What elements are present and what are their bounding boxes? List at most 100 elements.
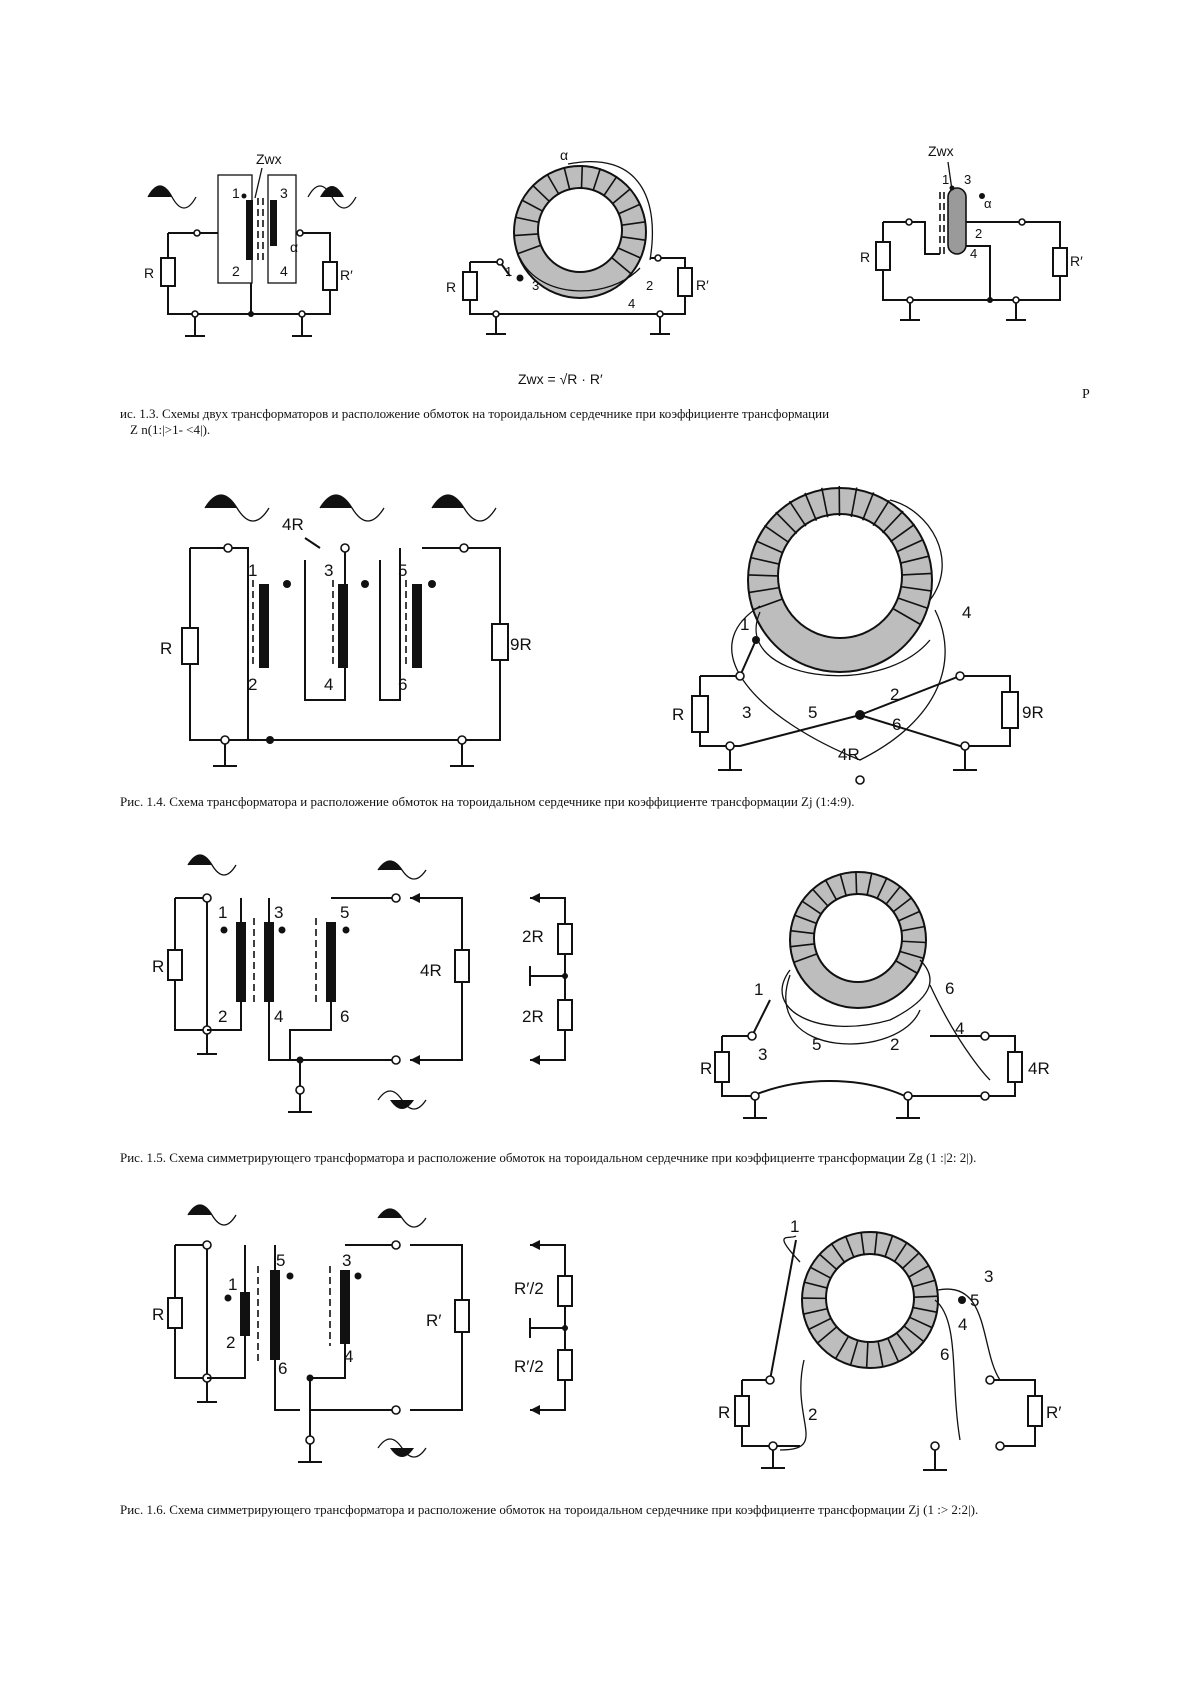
winding-turn <box>901 585 932 592</box>
resistor-2r-bottom-label: 2R <box>522 1007 544 1026</box>
pin-2-label: 2 <box>218 1007 227 1026</box>
winding-turn <box>803 1281 828 1289</box>
pin-1-label: 1 <box>228 1275 237 1294</box>
pin-3-label: 3 <box>984 1267 993 1286</box>
winding-turn <box>611 257 632 275</box>
figure-1-6-caption: Рис. 1.6. Схема симметрирующего трансфор… <box>120 1502 979 1517</box>
pin-5-label: 5 <box>398 561 407 580</box>
winding-turn <box>809 1266 832 1280</box>
winding-turn <box>901 1251 921 1270</box>
winding-turn <box>602 175 618 197</box>
winding-turn <box>913 1295 938 1298</box>
winding-turn <box>514 233 539 237</box>
resistor-2r-top-label: 2R <box>522 927 544 946</box>
winding-turn <box>901 572 932 576</box>
winding-turn <box>907 1264 930 1278</box>
fig13-schematic-two-windings: Zwx 1 3 2 4 α R R′ <box>144 151 357 337</box>
winding-turn <box>830 1242 846 1264</box>
winding-turn <box>903 1325 924 1342</box>
winding-turn <box>901 940 926 944</box>
pin-6-label: 6 <box>398 675 407 694</box>
winding-turn <box>515 216 540 224</box>
winding-turn <box>820 487 829 518</box>
winding-turn <box>892 896 913 913</box>
winding-turn <box>775 511 798 535</box>
winding-turn <box>750 556 780 565</box>
fig16-schematic: R 1 2 5 6 3 4 R′ R′/2 R′/2 <box>152 1204 573 1463</box>
fig15-toroid-winding-layout: 1 6 3 5 2 4 R 4R <box>700 871 1050 1119</box>
fig13-schematic-autotransformer: Zwx 1 3 α 2 4 R R′ <box>860 143 1083 321</box>
winding-turn <box>808 1317 831 1330</box>
winding-turn <box>887 1338 899 1362</box>
pin-2-label: 2 <box>232 263 240 279</box>
pin-3-label: 3 <box>742 703 751 722</box>
winding-turn <box>793 953 817 964</box>
resistor-rprime-label: R′ <box>696 277 709 293</box>
resistor-4r-label: 4R <box>838 745 860 764</box>
resistor-r-label: R <box>446 279 456 295</box>
winding-turn <box>621 236 646 241</box>
winding-turns <box>801 1231 938 1367</box>
winding-turn <box>913 1306 937 1313</box>
winding-turn <box>801 900 823 915</box>
winding-turn <box>824 879 838 901</box>
winding-turn <box>618 247 641 259</box>
resistor-r-label: R <box>700 1059 712 1078</box>
pin-4-label: 4 <box>324 675 333 694</box>
figure-1-5-caption: Рис. 1.5. Схема симметрирующего трансфор… <box>120 1150 977 1165</box>
winding-turn <box>893 608 921 625</box>
pin-1-label: 1 <box>505 264 512 279</box>
zwx-label: Zwx <box>928 143 954 159</box>
caption-formula: Z n(1:|>1- <4|). <box>130 422 211 437</box>
winding-turn <box>790 943 815 948</box>
pin-1-label: 1 <box>232 185 240 201</box>
winding-turn <box>844 1235 855 1259</box>
winding-turn <box>855 871 858 896</box>
resistor-rprime-label: R′ <box>426 1311 441 1330</box>
pin-6-label: 6 <box>278 1359 287 1378</box>
winding-turn <box>804 492 818 521</box>
winding-turn <box>893 1241 908 1263</box>
resistor-4r-label: 4R <box>1028 1059 1050 1078</box>
pin-2-label: 2 <box>646 278 653 293</box>
resistor-r-label: R <box>718 1403 730 1422</box>
pin-2-label: 2 <box>890 685 899 704</box>
fig14-toroid-winding-layout: 1 4 3 5 2 6 4R R 9R <box>672 487 1044 785</box>
winding-turn <box>895 538 924 553</box>
pin-2-label: 2 <box>975 226 982 241</box>
pin-3-label: 3 <box>532 278 539 293</box>
pin-5-label: 5 <box>812 1035 821 1054</box>
winding-turn <box>563 166 571 191</box>
winding-turn <box>895 960 918 974</box>
figure-1-6-diagrams: R 1 2 5 6 3 4 R′ R′/2 R′/2 <box>152 1204 1061 1471</box>
pin-1-label: 1 <box>942 172 949 187</box>
winding-turn <box>912 1279 936 1288</box>
resistor-4r-label: 4R <box>420 961 442 980</box>
winding-turn <box>749 586 779 594</box>
winding-turn <box>621 221 646 226</box>
winding-turn <box>884 885 902 906</box>
pin-2-label: 2 <box>808 1405 817 1424</box>
figure-1-4-diagrams: 4R R 1 2 3 4 5 6 9R <box>160 485 1044 785</box>
winding-turn <box>521 199 544 212</box>
figure-1-5-diagrams: R 1 2 3 4 5 6 4R 2R 2R <box>152 854 1050 1119</box>
resistor-rprime-label: R′ <box>1046 1403 1061 1422</box>
winding-turn <box>790 929 815 935</box>
winding-turn <box>794 914 818 925</box>
winding-turn <box>531 184 551 203</box>
pin-4-label: 4 <box>274 1007 283 1026</box>
pin-5-label: 5 <box>340 903 349 922</box>
alpha-label: α <box>984 196 992 211</box>
winding-turn <box>811 888 829 908</box>
pin-4-label: 4 <box>280 263 288 279</box>
winding-turn <box>763 524 790 544</box>
pin-5-label: 5 <box>276 1251 285 1270</box>
winding-turn <box>884 1234 894 1258</box>
pin-5-label: 5 <box>970 1291 979 1310</box>
pin-1-label: 1 <box>248 561 257 580</box>
winding-turn <box>817 1326 837 1344</box>
winding-turn <box>753 598 783 611</box>
pin-3-label: 3 <box>758 1045 767 1064</box>
pin-6-label: 6 <box>340 1007 349 1026</box>
winding-turn <box>900 555 930 564</box>
